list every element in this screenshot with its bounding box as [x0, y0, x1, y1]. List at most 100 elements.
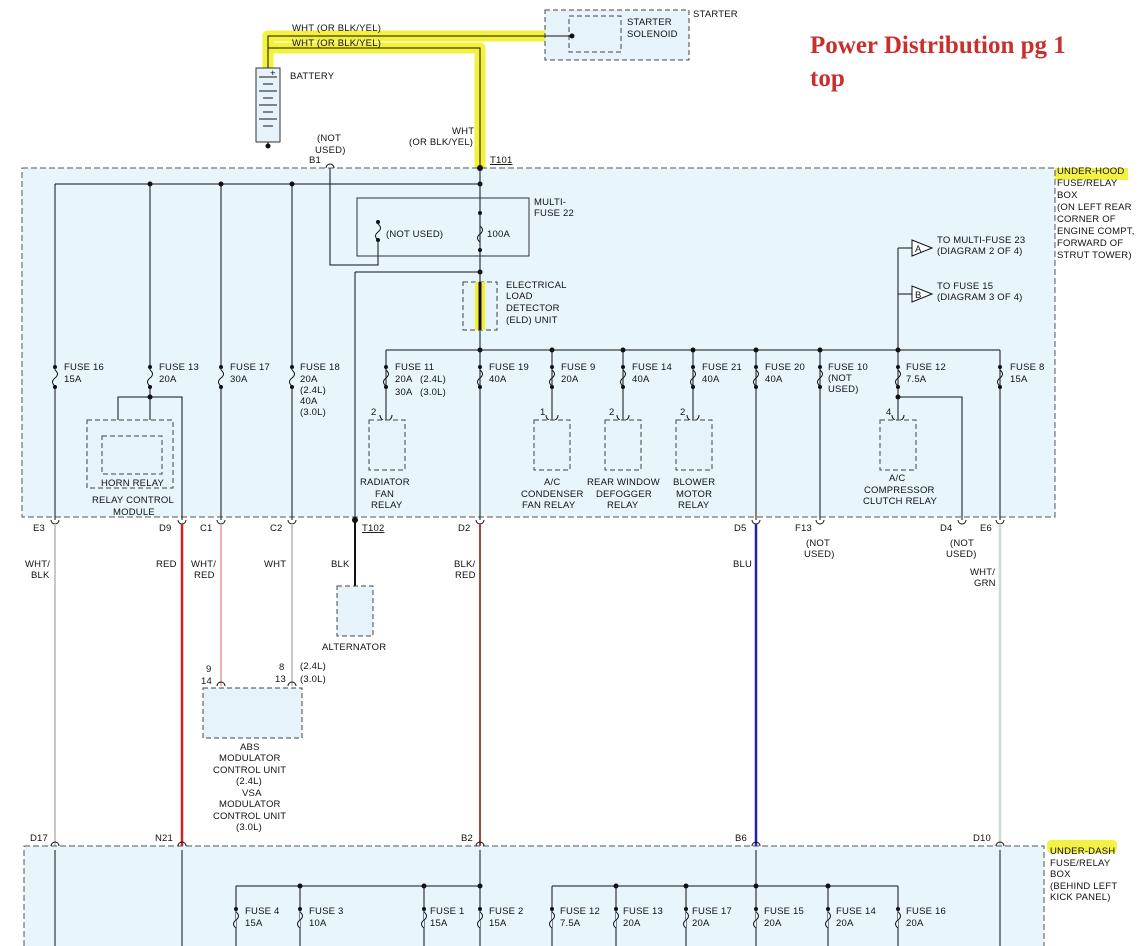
eld-label-l1: ELECTRICAL [506, 280, 567, 291]
ud-fuse2-name: FUSE 2 [489, 906, 523, 917]
relay-control-l2: MODULE [113, 507, 155, 518]
d4-not-used-l1: (NOT [950, 538, 974, 549]
ud-fuse13-name: FUSE 13 [623, 906, 663, 917]
battery-plus: + [270, 68, 276, 79]
under-dash-label-l4: (BEHIND LEFT [1050, 881, 1117, 892]
conn-b2: B2 [461, 833, 473, 844]
wire-label-d2-l1: BLK/ [454, 559, 476, 570]
rear-window-defogger-relay [604, 419, 642, 471]
fuse8-rating: 15A [1010, 374, 1028, 385]
ud-fuse4-name: FUSE 4 [245, 906, 279, 917]
under-hood-label-l2: FUSE/RELAY [1057, 178, 1118, 189]
fuse11-extra3: (3.0L) [420, 387, 446, 398]
abs-pin8: 8 [279, 662, 284, 673]
wire-label-e6-l2: GRN [974, 578, 996, 589]
conn-e3: E3 [33, 523, 45, 534]
ac-cond-relay-pin: 1 [540, 407, 545, 418]
to-multifuse23-l1: TO MULTI-FUSE 23 [937, 235, 1025, 246]
ud-fuse3-rating: 10A [309, 918, 327, 929]
fuse20-name: FUSE 20 [765, 362, 805, 373]
abs-pin9: 9 [206, 664, 211, 675]
starter-label: STARTER [693, 9, 738, 20]
wire-label-e6-l1: WHT/ [970, 567, 995, 578]
multi-fuse-not-used: (NOT USED) [386, 229, 443, 240]
ud-fuse1-name: FUSE 1 [430, 906, 464, 917]
under-hood-label-l8: STRUT TOWER) [1057, 250, 1132, 261]
ac-comp-relay-pin: 4 [886, 407, 891, 418]
b1-not-used-l2: USED) [315, 145, 346, 156]
fuse10-extra: USED) [828, 384, 859, 395]
ud-fuse16-rating: 20A [906, 918, 924, 929]
abs-pin14: 14 [201, 676, 212, 687]
multi-fuse-label-l1: MULTI- [534, 197, 566, 208]
fuse17-rating: 30A [230, 374, 248, 385]
fuse9-name: FUSE 9 [561, 362, 595, 373]
rear-win-relay-l1: REAR WINDOW [587, 477, 660, 488]
ud-fuse12-rating: 7.5A [560, 918, 581, 929]
connector-b-arrow [911, 285, 934, 303]
rear-win-relay-l2: DEFOGGER [596, 489, 652, 500]
fuse20-rating: 40A [765, 374, 783, 385]
wire-label-d5: BLU [733, 559, 752, 570]
wire-label-c2: WHT [264, 559, 286, 570]
fuse18-extra2: 40A [300, 396, 318, 407]
to-fuse15-l1: TO FUSE 15 [937, 281, 993, 292]
eld-label-l3: DETECTOR [506, 303, 560, 314]
top-wire-label-1: WHT (OR BLK/YEL) [292, 23, 381, 34]
radiator-relay-pin: 2 [371, 407, 376, 418]
abs-label-l3: CONTROL UNIT [213, 765, 286, 776]
fuse18-extra3: (3.0L) [300, 407, 326, 418]
under-hood-label-l6: ENGINE COMPT, [1057, 226, 1135, 237]
ud-fuse4-rating: 15A [245, 918, 263, 929]
connector-a-letter: A [915, 244, 922, 255]
abs-label-l6: MODULATOR [219, 799, 281, 810]
ac-cond-relay-l2: CONDENSER [521, 489, 584, 500]
ud-fuse14-rating: 20A [836, 918, 854, 929]
fuse9-rating: 20A [561, 374, 579, 385]
ac-cond-relay-l3: FAN RELAY [522, 500, 576, 511]
wire-label-t102: BLK [331, 559, 350, 570]
radiator-relay-l2: FAN [375, 489, 394, 500]
underdash-wires [54, 850, 1001, 946]
blower-relay-l1: BLOWER [673, 477, 715, 488]
fuse19-name: FUSE 19 [489, 362, 529, 373]
radiator-relay-l1: RADIATOR [360, 477, 410, 488]
under-hood-label-l5: CORNER OF [1057, 214, 1116, 225]
abs-label-l8: (3.0L) [236, 822, 262, 833]
under-dash-fuse-box [23, 845, 1045, 946]
abs-label-l1: ABS [240, 742, 260, 753]
multi-fuse-label-l2: FUSE 22 [534, 208, 574, 219]
f13-not-used-l1: (NOT [806, 538, 830, 549]
fuse10-rating: (NOT [828, 373, 852, 384]
t101-connector: T101 [490, 155, 512, 166]
ud-fuse12-name: FUSE 12 [560, 906, 600, 917]
ac-condenser-fan-relay [533, 419, 571, 471]
wire-label-e3-l1: WHT/ [25, 559, 50, 570]
alternator [336, 585, 374, 637]
radiator-relay-l3: RELAY [371, 500, 403, 511]
connector-a-arrow [911, 239, 934, 257]
to-multifuse23-l2: (DIAGRAM 2 OF 4) [937, 246, 1023, 257]
fuse8-name: FUSE 8 [1010, 362, 1044, 373]
horn-relay-label: HORN RELAY [101, 478, 165, 489]
abs-24l: (2.4L) [300, 661, 326, 672]
conn-c2: C2 [270, 523, 283, 534]
radiator-fan-relay [368, 419, 406, 471]
conn-d5: D5 [734, 523, 747, 534]
blower-relay-pin: 2 [680, 407, 685, 418]
under-hood-label-l3: BOX [1057, 190, 1078, 201]
blower-relay-l3: RELAY [678, 500, 710, 511]
ud-fuse16-name: FUSE 16 [906, 906, 946, 917]
abs-30l: (3.0L) [300, 674, 326, 685]
ud-fuse17-name: FUSE 17 [692, 906, 732, 917]
ud-fuse14-name: FUSE 14 [836, 906, 876, 917]
ac-cond-relay-l1: A/C [544, 477, 560, 488]
multi-fuse-100a: 100A [487, 229, 510, 240]
horn-relay [101, 435, 163, 475]
eld-label-l4: (ELD) UNIT [506, 315, 558, 326]
fuse18-name: FUSE 18 [300, 362, 340, 373]
fuse16-rating: 15A [64, 374, 82, 385]
battery-label: BATTERY [290, 71, 335, 82]
conn-f13: F13 [795, 523, 812, 534]
fuse17-name: FUSE 17 [230, 362, 270, 373]
